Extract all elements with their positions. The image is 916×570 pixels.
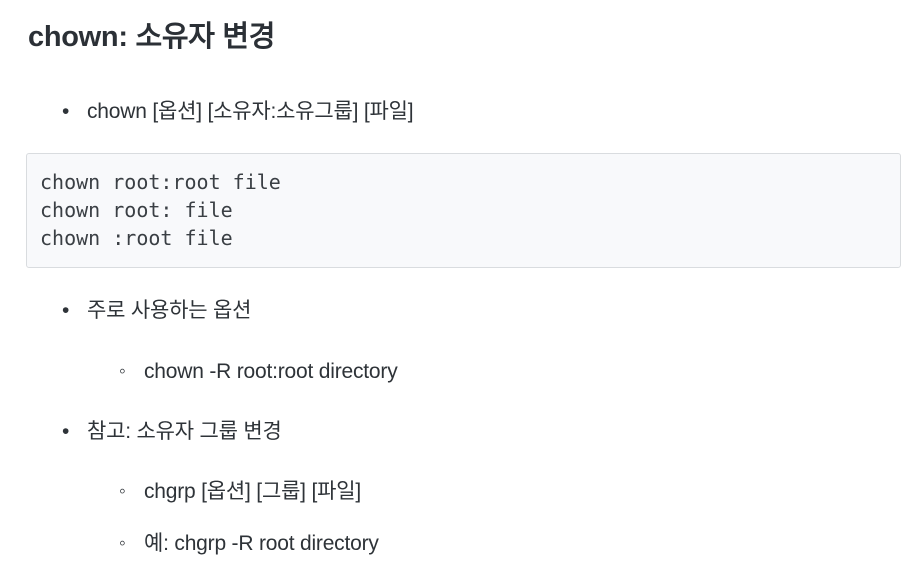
- note-bullet-item: • 참고: 소유자 그룹 변경: [62, 418, 901, 446]
- options-bullet-item: • 주로 사용하는 옵션: [62, 297, 901, 325]
- note-sub-item: ◦ 예: chgrp -R root directory: [119, 530, 901, 558]
- circle-bullet-icon: ◦: [119, 533, 126, 554]
- code-line: chown root:root file: [40, 170, 281, 194]
- usage-bullet-item: • chown [옵션] [소유자:소유그룹] [파일]: [62, 98, 901, 126]
- circle-bullet-icon: ◦: [119, 481, 126, 502]
- note-sub-item: ◦ chgrp [옵션] [그룹] [파일]: [119, 478, 901, 506]
- document-page: chown: 소유자 변경 • chown [옵션] [소유자:소유그룹] [파…: [26, 21, 901, 558]
- page-title: chown: 소유자 변경: [28, 21, 276, 53]
- options-example-item: ◦ chown -R root:root directory: [119, 358, 901, 386]
- code-block: chown root:root file chown root: file chow…: [26, 153, 901, 268]
- note-sub-text: chgrp [옵션] [그룹] [파일]: [144, 480, 361, 503]
- code-line: chown root: file: [40, 198, 233, 222]
- options-bullet-text: 주로 사용하는 옵션: [87, 299, 252, 322]
- code-line: chown :root file: [40, 226, 233, 250]
- options-example-text: chown -R root:root directory: [144, 360, 398, 383]
- disc-bullet-icon: •: [62, 100, 70, 123]
- usage-bullet-text: chown [옵션] [소유자:소유그룹] [파일]: [87, 100, 414, 123]
- note-sub-text: 예: chgrp -R root directory: [144, 532, 379, 555]
- note-bullet-text: 참고: 소유자 그룹 변경: [87, 420, 282, 443]
- disc-bullet-icon: •: [62, 420, 70, 443]
- disc-bullet-icon: •: [62, 299, 70, 322]
- circle-bullet-icon: ◦: [119, 361, 126, 382]
